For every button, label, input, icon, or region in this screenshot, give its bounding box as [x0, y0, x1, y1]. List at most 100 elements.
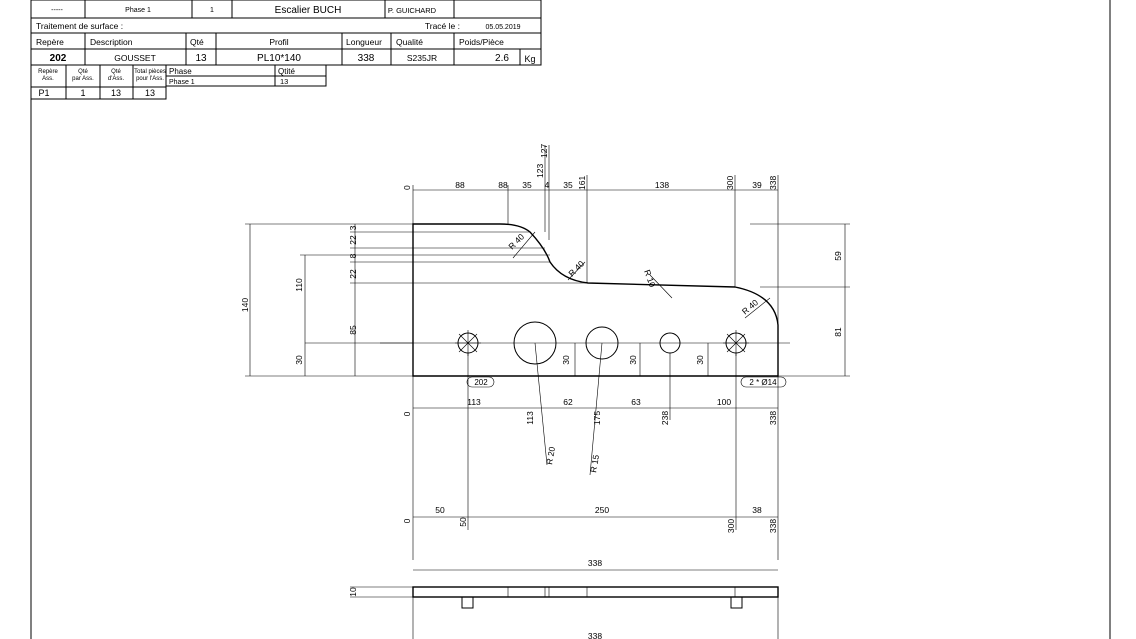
side-bolt-1	[461, 596, 474, 609]
header-dash: -----	[51, 7, 63, 14]
author-name: P. GUICHARD	[388, 6, 437, 15]
col-poids: Poids/Pièce	[459, 37, 504, 47]
plate-front-view	[380, 223, 790, 476]
radius-r40-b: R 40	[566, 258, 586, 278]
trace-date: 05.05.2019	[485, 24, 520, 31]
top-dimension-texts: 0 88 88 35 4 35 161 138 300 39 338 123 1…	[402, 144, 778, 190]
project-name: Escalier BUCH	[275, 5, 342, 16]
row-weight-unit: Kg	[524, 54, 535, 64]
assembly-table: Repère Ass. Qté par Ass. Qté d'Ass. Tota…	[30, 64, 167, 100]
asm-h4: Total pièces	[134, 69, 166, 75]
asm-rep: P1	[38, 88, 49, 98]
dim-overall-0: 0	[402, 518, 412, 523]
dim-left-8: 8	[348, 253, 358, 258]
dim-overall-total2: 338	[588, 631, 602, 639]
dim-hole-30c: 30	[695, 355, 705, 365]
col-repere: Repère	[36, 37, 64, 47]
asm-h2: Qté	[78, 69, 88, 75]
asm-h1: Repère	[38, 69, 58, 75]
dim-top-88b: 88	[498, 180, 508, 190]
asm-dass: 13	[111, 88, 121, 98]
asm-h3b: d'Ass.	[108, 76, 124, 82]
asm-h1b: Ass.	[42, 76, 54, 82]
row-description: GOUSSET	[114, 53, 156, 63]
side-outline	[412, 586, 779, 598]
radius-r15: R 15	[588, 454, 601, 474]
dim-overall-50: 50	[435, 505, 445, 515]
dim-top-35a: 35	[522, 180, 532, 190]
part-label-frame	[466, 376, 495, 388]
radius-r40-a: R 40	[506, 231, 526, 251]
col-profil: Profil	[269, 37, 288, 47]
dim-left-140: 140	[240, 298, 250, 312]
dim-top-127: 127	[539, 144, 549, 158]
part-labels: 202 2 * Ø14	[466, 376, 787, 388]
surface-treatment-label: Traitement de surface :	[36, 21, 123, 31]
dim-bottom-338: 338	[768, 411, 778, 425]
dim-top-300: 300	[725, 176, 735, 190]
row-longueur: 338	[358, 53, 375, 64]
holes-label: 2 * Ø14	[749, 378, 777, 387]
dim-left-22b: 22	[348, 235, 358, 245]
phase-table: Phase Qtité Phase 1 13	[165, 64, 327, 87]
dim-bottom-v175: 175	[592, 411, 602, 425]
header-phase: Phase 1	[125, 7, 151, 14]
dim-top-161: 161	[577, 176, 587, 190]
dim-overall-250: 250	[595, 505, 609, 515]
side-bolt-2	[730, 596, 743, 609]
phase-value: Phase 1	[169, 79, 195, 86]
asm-h4b: pour l'Ass.	[136, 76, 164, 82]
dim-overall-v300: 300	[726, 519, 736, 533]
dim-bottom-0: 0	[402, 411, 412, 416]
dim-left-3: 3	[348, 225, 358, 230]
radius-r20: R 20	[544, 446, 557, 466]
col-longueur: Longueur	[346, 37, 382, 47]
dim-top-338: 338	[768, 176, 778, 190]
dim-overall-v50: 50	[458, 517, 468, 527]
asm-h3: Qté	[111, 69, 121, 75]
row-qualite: S235JR	[407, 53, 437, 63]
bottom-dimension-lines	[412, 353, 779, 639]
dim-right-59: 59	[833, 251, 843, 261]
row-repere: 202	[50, 53, 67, 64]
col-description: Description	[90, 37, 133, 47]
dim-left-110: 110	[294, 278, 304, 292]
phase-header: Phase	[169, 67, 192, 76]
col-qualite: Qualité	[396, 37, 423, 47]
dim-top-88a: 88	[455, 180, 465, 190]
title-block: ----- Phase 1 1 Escalier BUCH P. GUICHAR…	[30, 0, 542, 66]
dim-bottom-63: 63	[631, 397, 641, 407]
dim-overall-total: 338	[588, 558, 602, 568]
left-dimension-texts: 140 110 30 85 22 8 22 3	[240, 225, 358, 364]
row-profil: PL10*140	[257, 53, 301, 64]
col-qte: Qté	[190, 37, 204, 47]
dim-bottom-100: 100	[717, 397, 731, 407]
trace-label: Tracé le :	[425, 21, 460, 31]
dim-top-123: 123	[535, 164, 545, 178]
hole-dimension-texts: 30 30 30	[561, 355, 705, 365]
part-label: 202	[474, 378, 488, 387]
plate-outline	[412, 223, 779, 377]
dim-overall-v338: 338	[768, 519, 778, 533]
dim-top-138: 138	[655, 180, 669, 190]
radius-r10: R 10	[642, 268, 658, 289]
dim-side-thickness: 10	[348, 587, 358, 597]
qty-value: 13	[280, 77, 288, 86]
dim-left-22a: 22	[348, 269, 358, 279]
dim-bottom-v238: 238	[660, 411, 670, 425]
qty-header: Qtité	[278, 67, 295, 76]
holes-label-frame	[740, 376, 787, 388]
dim-left-30: 30	[294, 355, 304, 365]
dim-top-39: 39	[752, 180, 762, 190]
dim-left-85: 85	[348, 325, 358, 335]
row-qte: 13	[195, 53, 207, 64]
plate-side-view: 10	[348, 586, 779, 609]
bottom-dimension-texts: 0 113 62 63 100 338 113 175 238	[402, 397, 778, 425]
dim-bottom-113: 113	[467, 397, 481, 407]
asm-par: 1	[80, 88, 85, 98]
top-dimension-lines	[245, 145, 850, 377]
dim-right-81: 81	[833, 327, 843, 337]
dim-overall-38: 38	[752, 505, 762, 515]
header-number: 1	[210, 7, 214, 14]
